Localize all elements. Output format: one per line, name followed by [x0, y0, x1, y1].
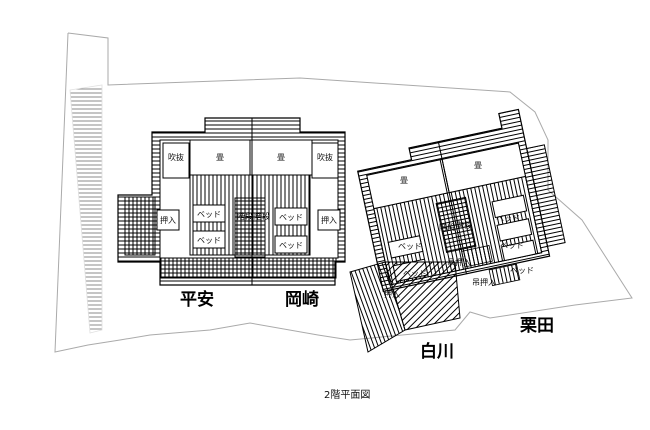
bed-label-okazaki-1: ベッド	[279, 213, 303, 222]
kaidan-label-okazaki: 階段	[254, 211, 270, 221]
bed-label-shirakawa-2: ベッド	[403, 269, 427, 278]
tsuri-oshiire-label-shirakawa: 吊押入	[447, 257, 471, 267]
kaidan-label-awata: 階段	[456, 220, 472, 230]
bed-label-shirakawa-1: ベッド	[398, 242, 422, 251]
floor-caption: 2階平面図	[324, 389, 370, 401]
left-building	[117, 117, 346, 286]
wing-label-awata: 栗田	[520, 316, 554, 336]
bed-label-awata-3: ベッド	[510, 266, 534, 275]
bed-label-okazaki-2: ベッド	[279, 241, 303, 250]
oshiire-label-shirakawa: 押入	[384, 289, 400, 299]
fukinuke-label-okazaki: 吹抜	[317, 152, 333, 162]
kaidan-label-heian: 階段	[237, 211, 253, 221]
tatami-label-okazaki: 畳	[277, 153, 285, 162]
oshiire-label-heian: 押入	[160, 215, 176, 225]
wing-label-heian: 平安	[180, 289, 214, 310]
site-outline	[54, 32, 633, 353]
oshiire-label-okazaki: 押入	[321, 215, 337, 225]
tatami-label-awata: 畳	[474, 161, 482, 170]
bed-label-awata-1: ベッド	[496, 214, 520, 223]
tsuri-oshiire-label-awata: 吊押入	[472, 277, 496, 287]
bed-label-heian-2: ベッド	[197, 236, 221, 245]
wing-label-okazaki: 岡崎	[285, 289, 319, 310]
right-building	[357, 108, 566, 293]
wing-label-shirakawa: 白川	[420, 341, 454, 362]
fukinuke-label-heian: 吹抜	[168, 152, 184, 162]
bed-label-awata-2: ベッド	[500, 241, 524, 250]
bed-label-heian-1: ベッド	[197, 210, 221, 219]
shirakawa-veranda-2	[384, 261, 461, 331]
kaidan-label-shirakawa: 階段	[439, 222, 455, 232]
tatami-label-heian: 畳	[216, 153, 224, 162]
tatami-label-shirakawa: 畳	[400, 176, 408, 185]
